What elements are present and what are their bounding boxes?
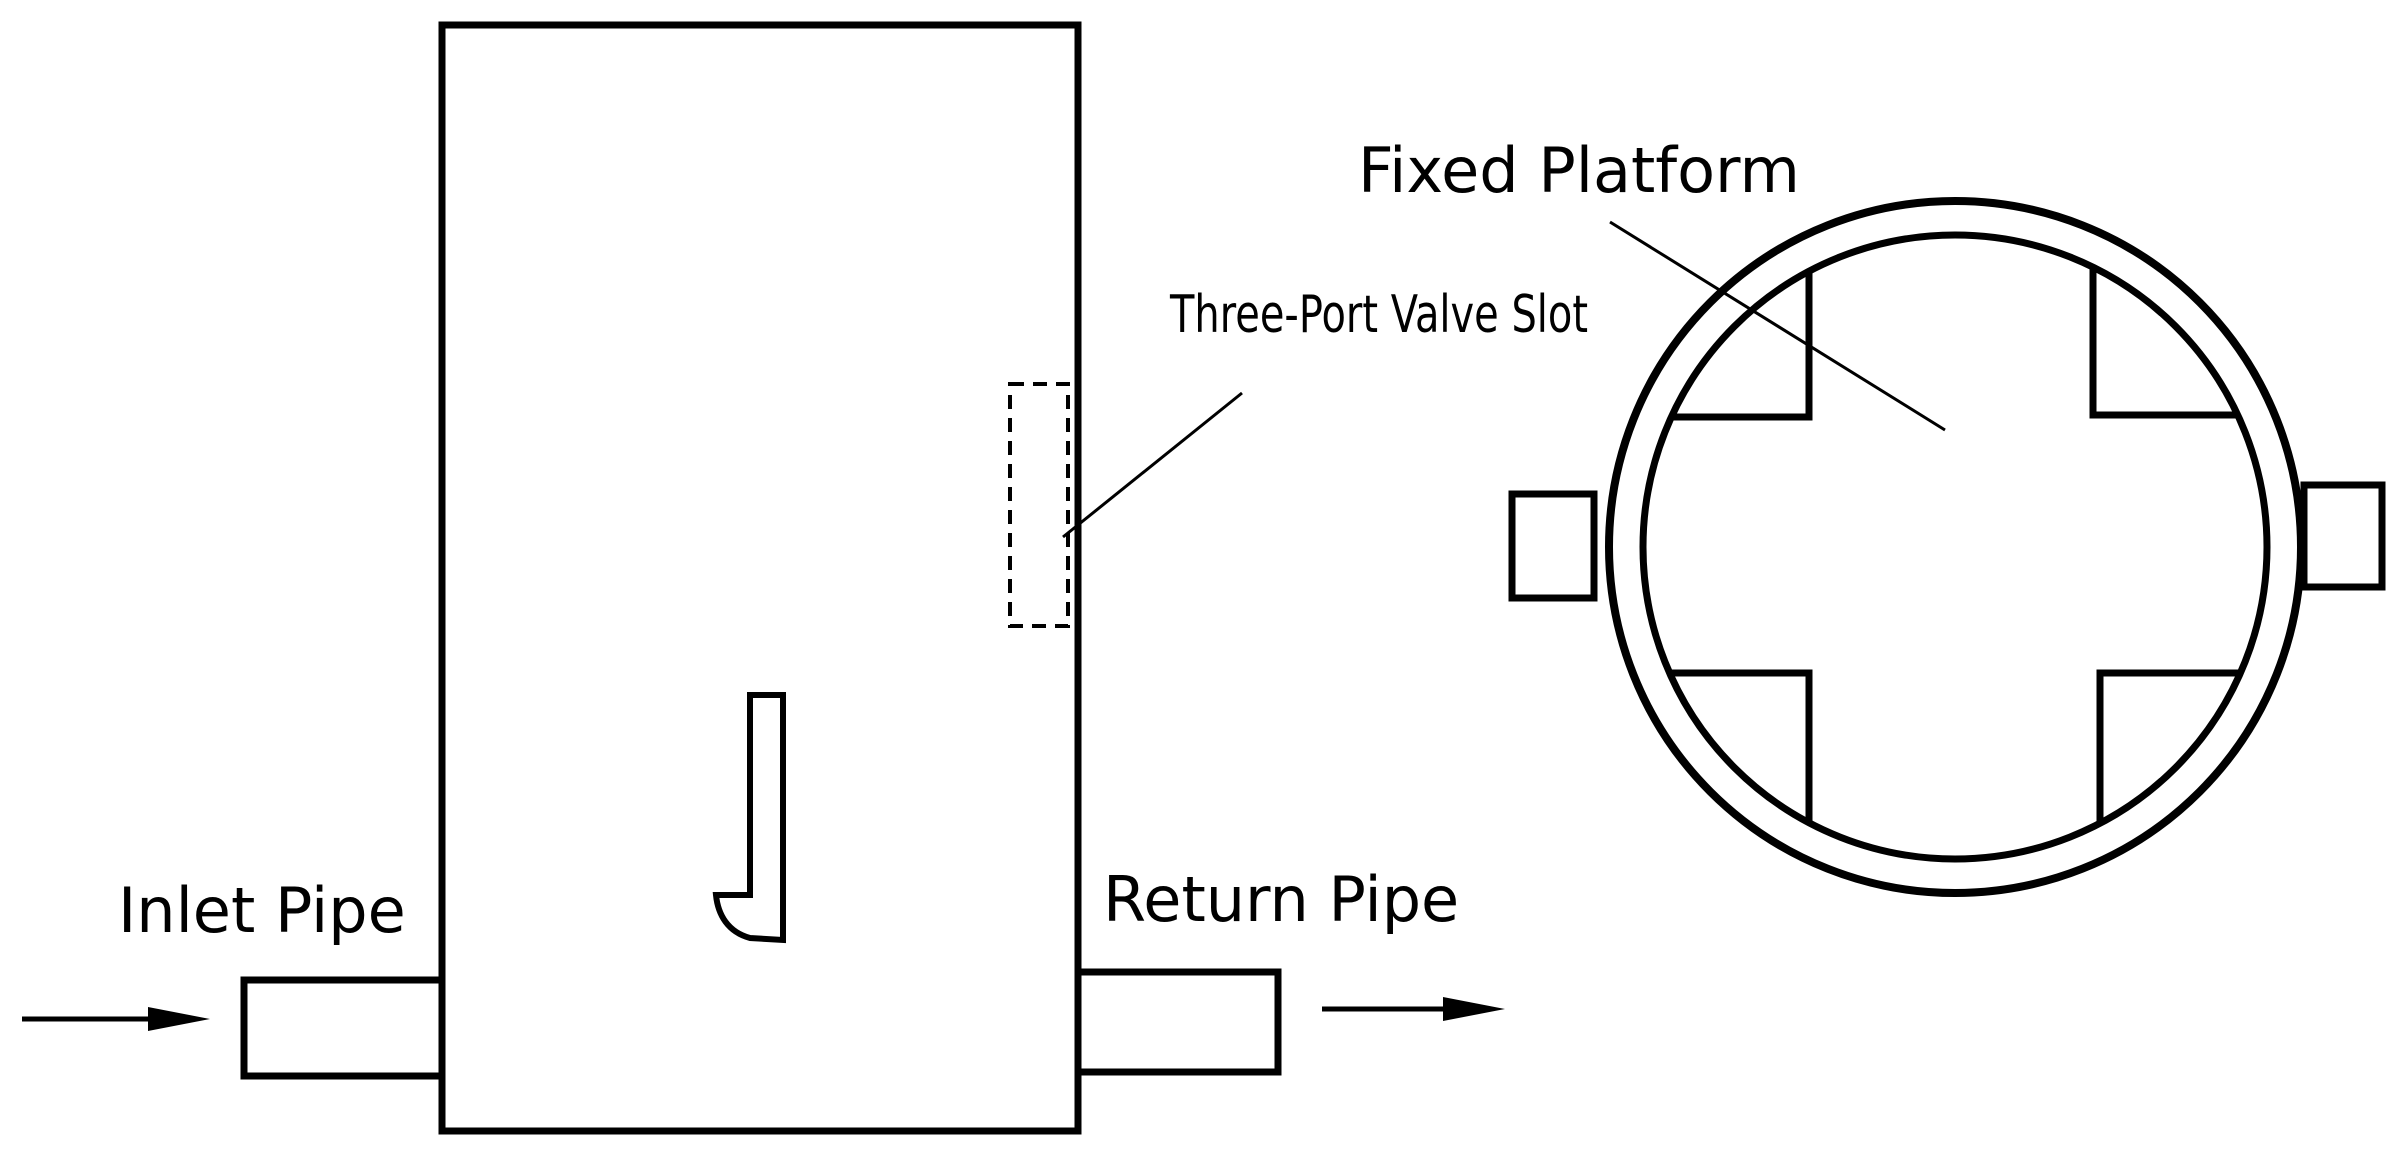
return-pipe-label: Return Pipe (1103, 863, 1459, 936)
internal-j-fitting (712, 692, 786, 944)
inlet-flow-arrow (22, 1007, 210, 1031)
three-port-valve-slot (1008, 382, 1070, 628)
inner-ring (1639, 231, 2271, 863)
valve-slot-leader-line (1062, 391, 1243, 539)
return-flow-arrow (1322, 997, 1505, 1021)
platform-top-view: Fixed Platform (1358, 134, 2386, 897)
fixed-platform-leader-line (1609, 220, 1946, 432)
return-pipe (1074, 968, 1282, 1076)
three-port-valve-slot-label: Three-Port Valve Slot (1169, 285, 1588, 345)
tank-body (438, 21, 1082, 1135)
fixed-platform-label: Fixed Platform (1358, 134, 1800, 207)
inlet-pipe (240, 976, 446, 1080)
left-lug (1508, 490, 1598, 602)
inlet-pipe-label: Inlet Pipe (118, 874, 406, 947)
tank-side-view: Inlet Pipe Return Pipe Three-Port Valve … (22, 21, 1588, 1135)
right-lug (2300, 481, 2386, 591)
